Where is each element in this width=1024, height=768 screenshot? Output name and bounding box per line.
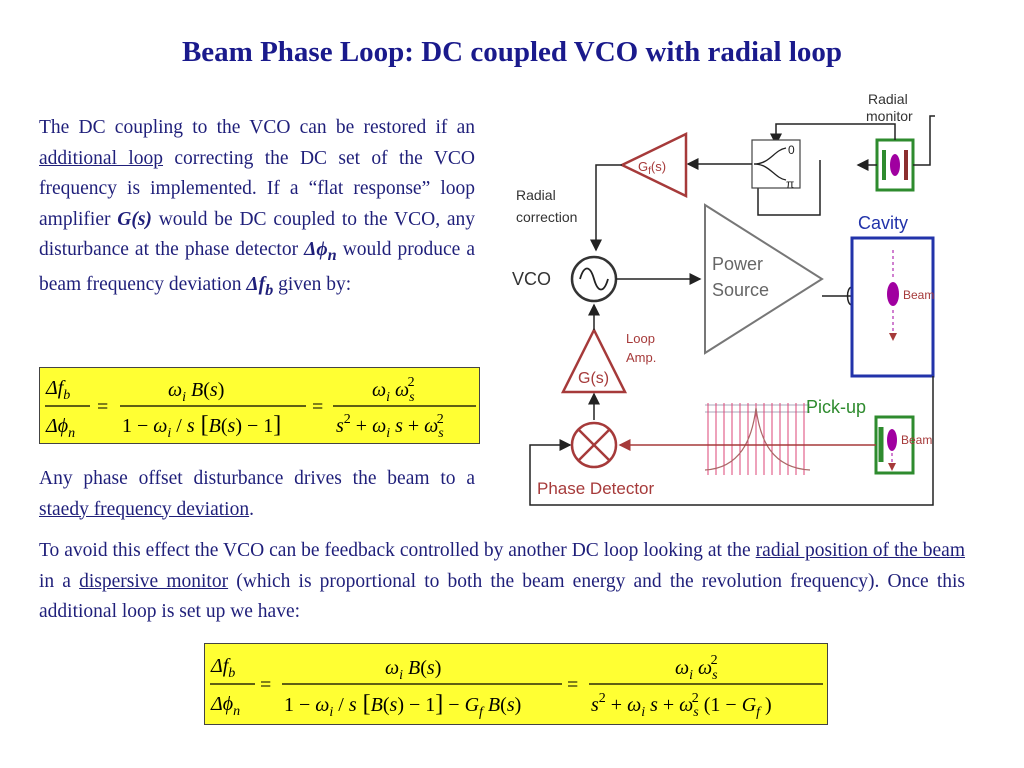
switch-pi-label: π: [786, 177, 794, 191]
radial-monitor-label-2: monitor: [866, 108, 913, 124]
svg-text:=: =: [567, 674, 578, 696]
loop-amplifier: G(s): [560, 327, 628, 394]
delta-phi-subscript: n: [327, 245, 337, 264]
beam-phase-loop-diagram: Radial monitor 0 π Gf(s) Radial correcti…: [512, 91, 935, 506]
text-run: Any phase offset disturbance drives the …: [39, 468, 475, 489]
g-block-label: G(s): [578, 370, 609, 387]
slide-title: Beam Phase Loop: DC coupled VCO with rad…: [181, 36, 843, 68]
text-run: given by:: [273, 274, 352, 296]
gf-amplifier: Gf(s): [619, 132, 688, 198]
intro-paragraph: The DC coupling to the VCO can be restor…: [39, 113, 475, 306]
svg-text:Δfb: Δfb: [45, 377, 70, 403]
delta-f-symbol: Δf: [246, 274, 266, 296]
steady-deviation-text: staedy frequency deviation: [39, 498, 250, 520]
svg-text:ωi B(s): ωi B(s): [168, 379, 224, 405]
svg-text:Δϕn: Δϕn: [210, 693, 240, 719]
text-run: The DC coupling to the VCO can be restor…: [39, 117, 475, 138]
beam-label-cavity: Beam: [903, 288, 934, 302]
text-run: To avoid this effect the VCO can be feed…: [39, 540, 756, 561]
phase-detector: [570, 421, 618, 469]
text-run: in a: [39, 570, 80, 592]
pickup: Beam: [874, 415, 932, 475]
power-source-label: Power: [712, 254, 763, 274]
beam-label-pickup: Beam: [901, 433, 932, 447]
gf-arg: (s): [651, 159, 666, 174]
phase-switch: 0 π: [751, 139, 801, 191]
steady-deviation-paragraph: Any phase offset disturbance drives the …: [39, 464, 475, 525]
cavity-label: Cavity: [858, 213, 908, 233]
gs-symbol: G(s): [117, 208, 152, 230]
gf-sub: f: [648, 166, 651, 177]
svg-text:ωi ωs2: ωi ωs2: [675, 653, 718, 683]
svg-text:=: =: [260, 674, 271, 696]
svg-text:Δfb: Δfb: [210, 655, 235, 681]
vco-label: VCO: [512, 269, 551, 289]
svg-text:=: =: [97, 396, 108, 418]
svg-text:Gf(s): Gf(s): [638, 159, 666, 177]
text-run: .: [249, 498, 254, 520]
power-source-label-2: Source: [712, 280, 769, 300]
spectrum-graphic: [704, 403, 811, 475]
radial-correction-label: Radial: [516, 187, 556, 203]
loop-amp-label-2: Amp.: [626, 350, 656, 365]
radial-correction-label-2: correction: [516, 209, 577, 225]
svg-text:Δϕn: Δϕn: [45, 415, 75, 441]
svg-text:s2 + ωi s + ωs2 (1 − Gf ): s2 + ωi s + ωs2 (1 − Gf ): [591, 691, 772, 720]
cavity: Beam: [850, 236, 935, 378]
radial-monitor: [875, 138, 915, 192]
additional-loop-text: additional loop: [39, 147, 164, 169]
text-run: would be DC coupled to the VCO, any dist…: [39, 208, 476, 261]
phase-detector-label: Phase Detector: [537, 479, 655, 498]
loop-amp-label: Loop: [626, 331, 655, 346]
text-run: correcting the DC set of the VCO frequen…: [39, 147, 475, 230]
radial-position-text: radial position of the beam: [755, 540, 965, 561]
vco-oscillator: [570, 255, 618, 303]
radial-monitor-label: Radial: [868, 91, 908, 107]
equation-box-2: Δfb Δϕn = ωi B(s) 1 − ωi / s [B(s) − 1] …: [204, 643, 828, 725]
radial-loop-paragraph: To avoid this effect the VCO can be feed…: [39, 536, 965, 628]
svg-text:ωi B(s): ωi B(s): [385, 657, 441, 683]
svg-text:=: =: [312, 396, 323, 418]
svg-text:ωi ωs2: ωi ωs2: [372, 375, 415, 405]
text-run: would produce a beam frequency deviation: [39, 239, 475, 296]
switch-zero-label: 0: [788, 143, 795, 157]
text-run: (which is proportional to both the beam …: [39, 570, 966, 623]
power-source: Power Source: [704, 203, 824, 355]
svg-text:1 − ωi / s [B(s) − 1] − Gf B(s: 1 − ωi / s [B(s) − 1] − Gf B(s): [284, 691, 521, 720]
equation-box-1: Δfb Δϕn = ωi B(s) 1 − ωi / s [B(s) − 1] …: [39, 367, 480, 444]
gf-label: G: [638, 159, 648, 174]
svg-text:s2 + ωi s + ωs2: s2 + ωi s + ωs2: [336, 412, 444, 441]
pickup-label: Pick-up: [806, 397, 866, 417]
delta-phi-symbol: Δϕ: [304, 239, 328, 260]
dispersive-monitor-text: dispersive monitor: [79, 570, 229, 592]
delta-f-subscript: b: [265, 281, 274, 300]
svg-text:1 − ωi / s [B(s) − 1]: 1 − ωi / s [B(s) − 1]: [122, 412, 281, 441]
